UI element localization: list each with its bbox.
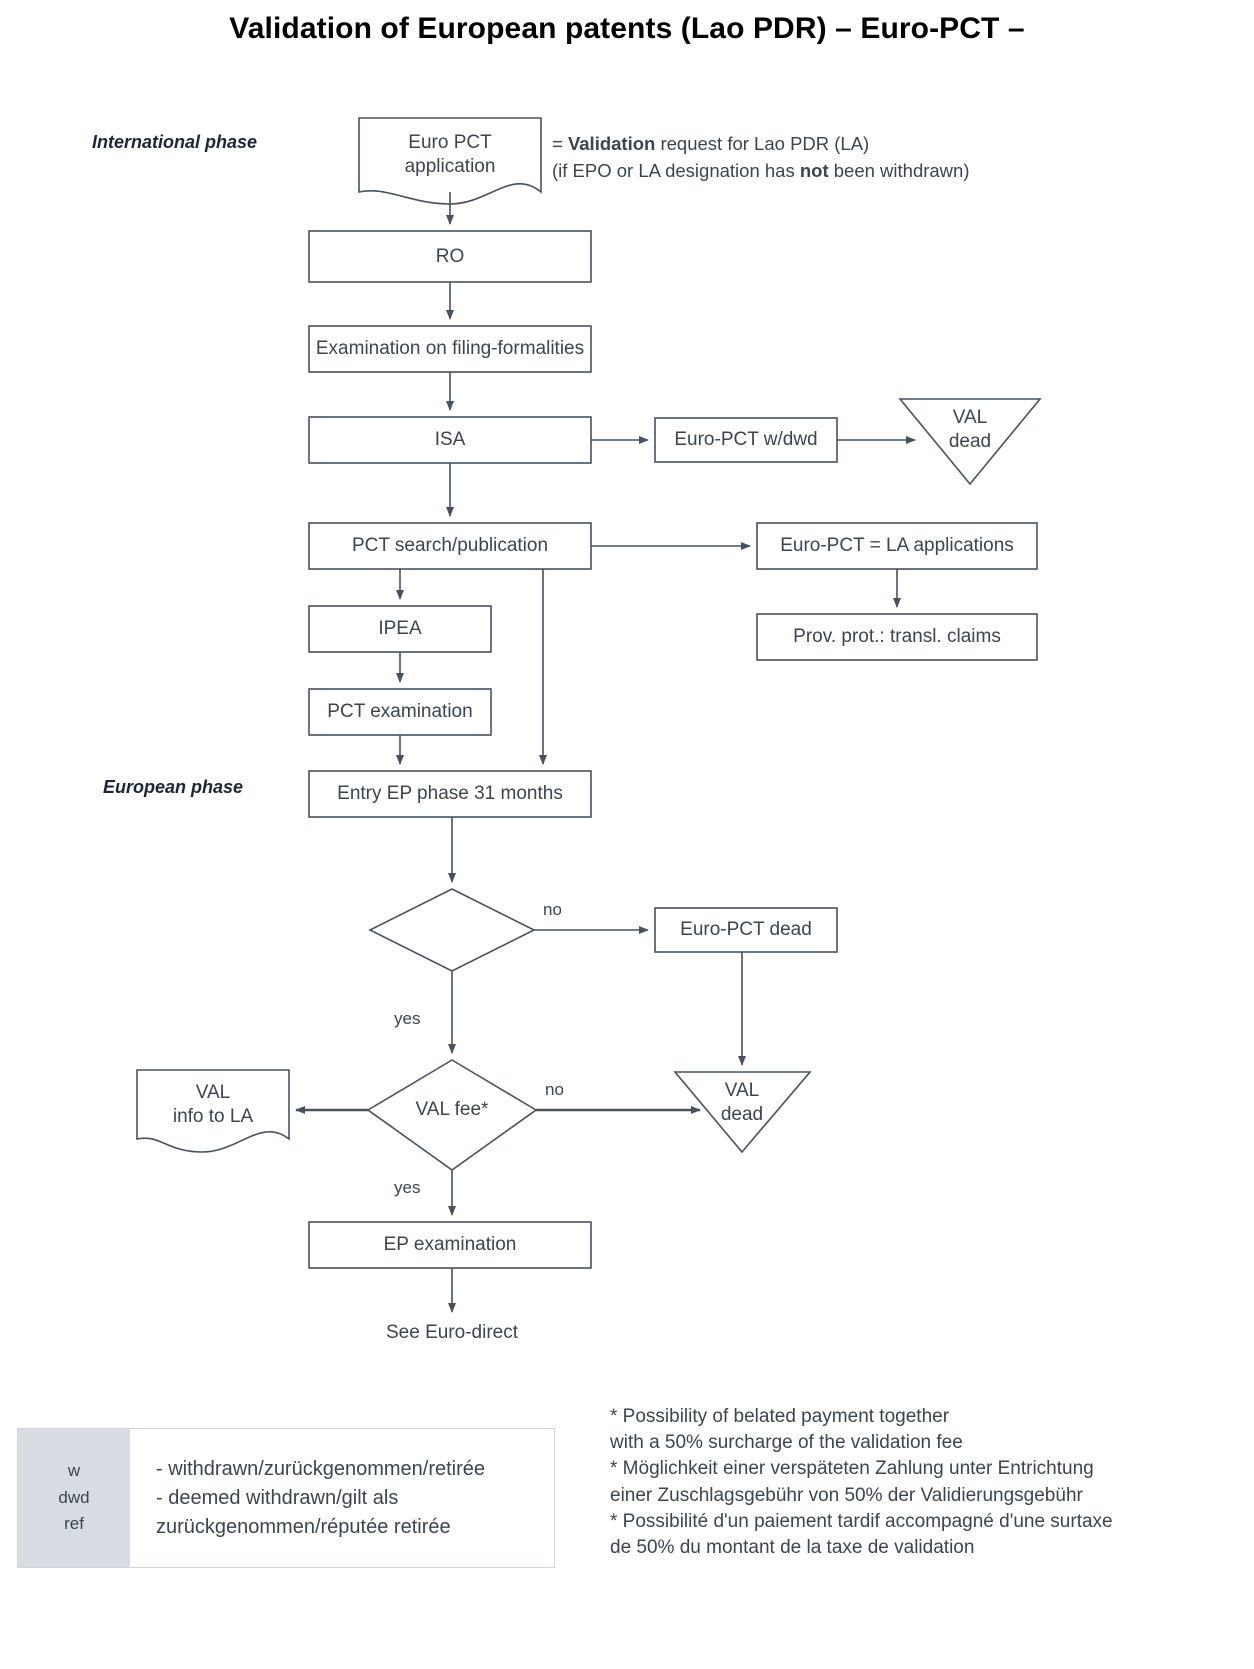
legend-keys: w dwd ref xyxy=(18,1429,130,1567)
edge-label-valfee-no: no xyxy=(545,1080,564,1099)
shape-val-dead-top xyxy=(898,398,1042,486)
legend-definitions: - withdrawn/zurückgenommen/retirée - dee… xyxy=(130,1429,554,1567)
legend-definition-1: - withdrawn/zurückgenommen/retirée xyxy=(156,1457,486,1480)
footnote-line-1: * Possibility of belated payment togethe… xyxy=(610,1406,950,1427)
shape-ipea xyxy=(308,605,492,653)
shape-entry-ep-phase xyxy=(308,770,592,818)
shape-euro-pct-application xyxy=(358,117,542,205)
shape-val-dead-bottom xyxy=(673,1071,812,1154)
footnote-line-2: with a 50% surcharge of the validation f… xyxy=(610,1432,963,1454)
shape-decision-blank xyxy=(368,888,536,972)
footnote-line-4: einer Zuschlagsgebühr von 50% der Validi… xyxy=(610,1484,1083,1506)
page-title: Validation of European patents (Lao PDR)… xyxy=(229,12,1025,45)
annotation-line1-suffix: request for Lao PDR (LA) xyxy=(655,133,870,154)
edge-label-valfee-yes: yes xyxy=(394,1178,421,1197)
shape-prov-prot-transl-claims xyxy=(756,613,1038,661)
footnote-line-3: * Möglichkeit einer verspäteten Zahlung … xyxy=(610,1458,1094,1480)
shape-euro-pct-wdwd xyxy=(654,417,838,463)
legend-definition-3: zurückgenommen/réputée retirée xyxy=(156,1515,451,1538)
legend-key-ref: ref xyxy=(64,1514,84,1534)
legend-definition-2: - deemed withdrawn/gilt als xyxy=(156,1486,399,1509)
shape-euro-pct-la-applications xyxy=(756,522,1038,570)
annotation-line2-suffix: been withdrawn) xyxy=(828,159,970,181)
edge-label-decision-yes: yes xyxy=(394,1009,421,1028)
shape-val-info-to-la xyxy=(136,1069,290,1153)
legend-key-w: w xyxy=(67,1461,81,1481)
label-international-phase: International phase xyxy=(92,132,258,152)
validation-request-annotation: = Validation request for Lao PDR (LA) (i… xyxy=(552,131,970,185)
shape-pct-examination xyxy=(308,688,492,736)
footnote-line-6: de 50% du montant de la taxe de validati… xyxy=(610,1537,975,1559)
edge-label-decision-no: no xyxy=(543,900,562,919)
annotation-line2-bold: not xyxy=(799,159,829,181)
annotation-line1-bold: Validation xyxy=(567,133,656,154)
legend-key-dwd: dwd xyxy=(58,1487,90,1507)
shape-val-fee xyxy=(366,1059,538,1171)
footnotes: * Possibility of belated payment togethe… xyxy=(610,1404,1113,1561)
legend-box: w dwd ref - withdrawn/zurückgenommen/ret… xyxy=(17,1428,555,1568)
shape-isa xyxy=(308,416,592,464)
shape-ep-examination xyxy=(308,1221,592,1269)
footnote-line-5: * Possibilité d'un paiement tardif accom… xyxy=(610,1510,1113,1532)
label-european-phase: European phase xyxy=(103,777,244,797)
annotation-line2-prefix: (if EPO or LA designation has xyxy=(552,159,800,181)
shape-ro xyxy=(308,230,592,283)
annotation-line1-prefix: = xyxy=(552,133,568,154)
shape-pct-search-publication xyxy=(308,522,592,570)
shape-examination-filing-formalities xyxy=(308,325,592,373)
shape-euro-pct-dead xyxy=(654,907,838,953)
